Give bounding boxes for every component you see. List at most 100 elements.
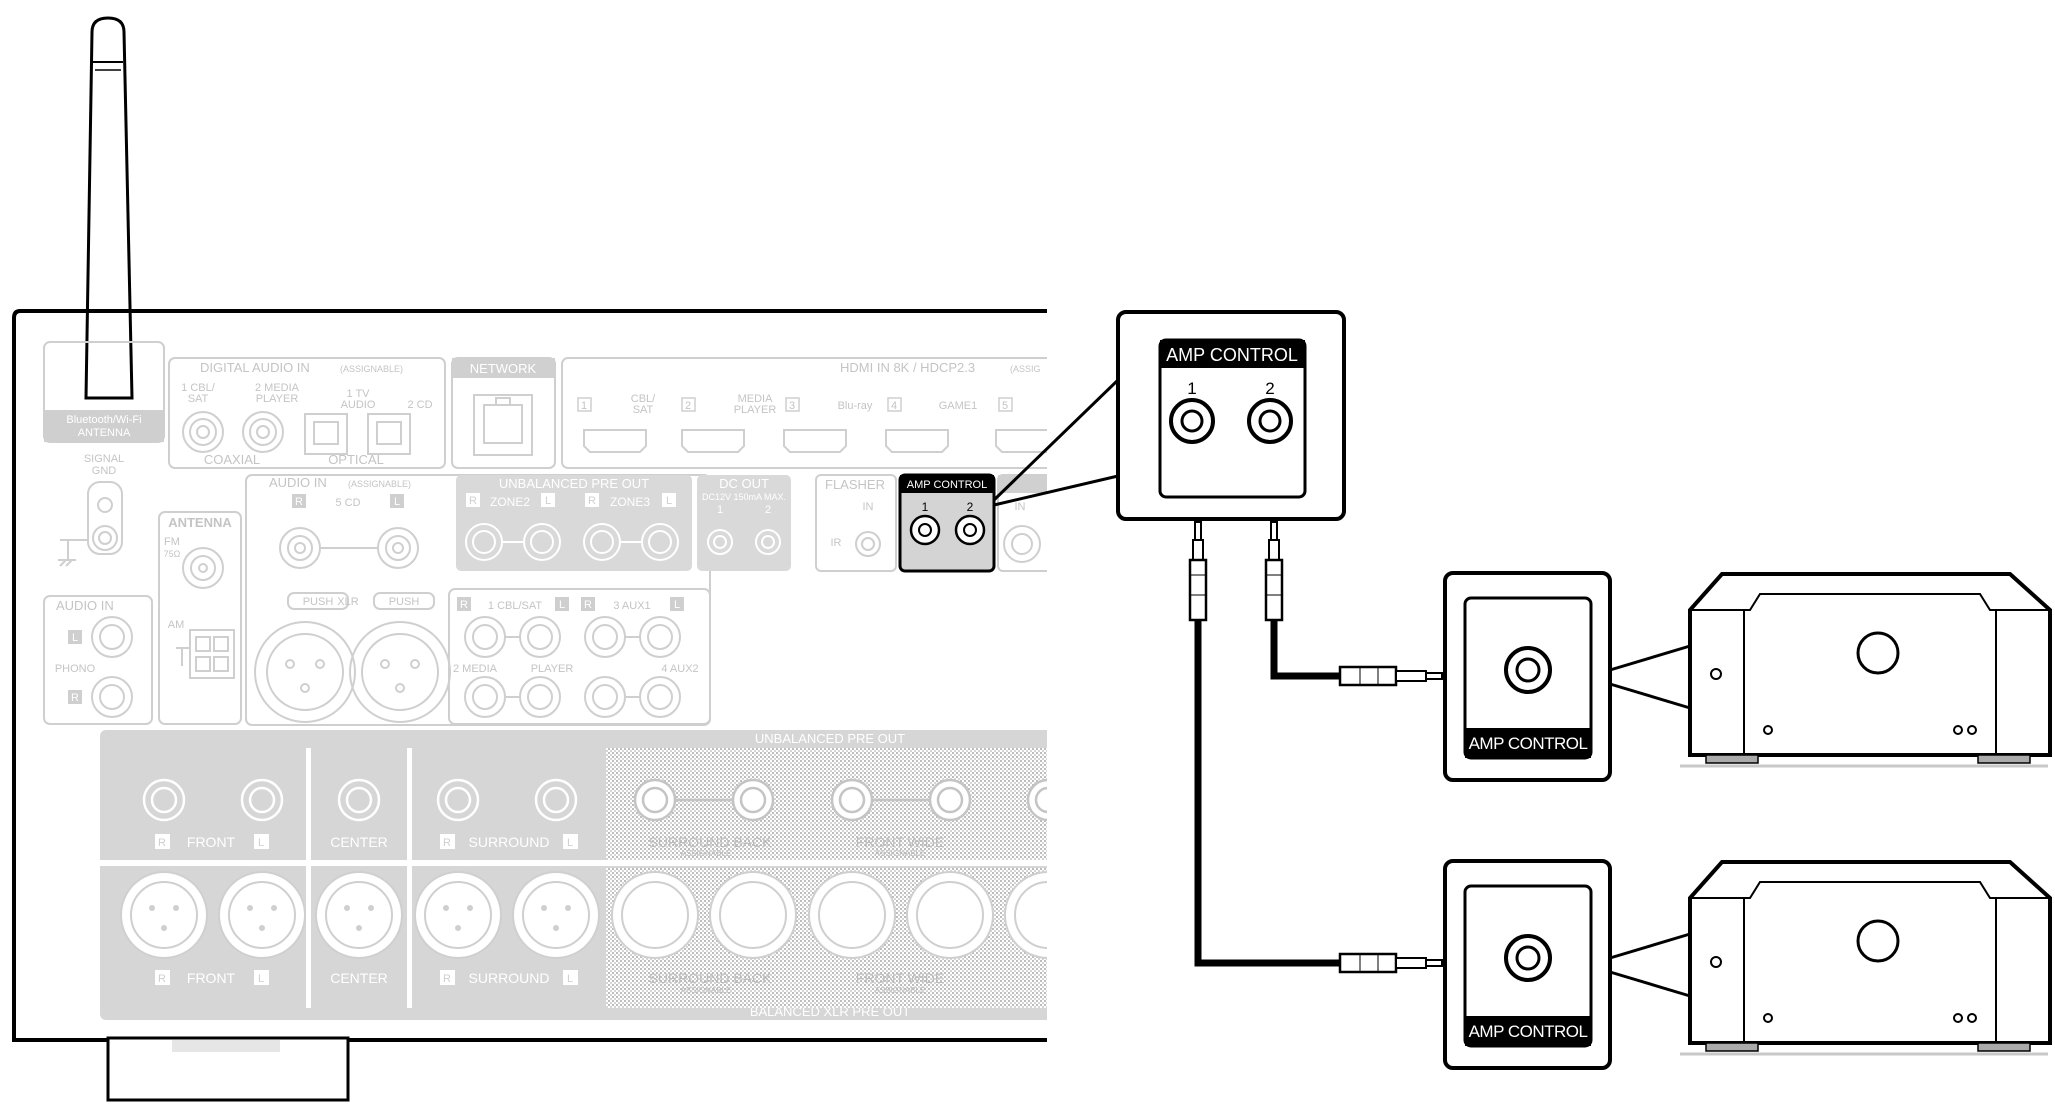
phono-jacks xyxy=(91,616,133,718)
antenna-label-1: Bluetooth/Wi-Fi xyxy=(66,414,141,426)
am-terminal xyxy=(176,629,235,679)
hdmi-media-label: MEDIA xyxy=(738,393,774,405)
zone3-l-label: L xyxy=(666,495,672,507)
optical-1-label-2: AUDIO xyxy=(341,399,376,411)
coaxial-label: COAXIAL xyxy=(204,452,260,467)
receiver-amp-control-label: AMP CONTROL xyxy=(907,479,987,491)
phono-r-label: R xyxy=(71,692,79,704)
xlr-front-l-label: L xyxy=(258,973,264,985)
receiver-rear-panel: Bluetooth/Wi-Fi ANTENNA SIGNAL GND DIGIT… xyxy=(12,16,1047,1102)
flasher-in-label: IN xyxy=(863,501,874,513)
assignable-label: (ASSIGNABLE) xyxy=(340,364,403,374)
rc-in-jack xyxy=(1003,525,1041,563)
cable-1 xyxy=(1188,521,1443,974)
front-wide-label: FRONT WIDE xyxy=(856,834,944,850)
surround-back-label: SURROUND BACK xyxy=(649,834,773,850)
optical-label: OPTICAL xyxy=(328,452,384,467)
receiver-amp-2-label: 2 xyxy=(967,500,974,514)
receiver-amp-control-panel: AMP CONTROL 1 2 xyxy=(898,473,996,573)
dc-1-label: 1 xyxy=(717,504,723,516)
hdmi-ports xyxy=(583,429,1047,453)
phono-label: PHONO xyxy=(55,663,96,675)
phono-l-label: L xyxy=(72,632,78,644)
zone2-r-label: R xyxy=(469,495,477,507)
callout-title: AMP CONTROL xyxy=(1166,345,1298,365)
audio-in-assignable-label: (ASSIGNABLE) xyxy=(348,479,411,489)
amp-control-callout: AMP CONTROL 1 2 xyxy=(992,310,1346,521)
zone2-l-label: L xyxy=(545,495,551,507)
xlr-front-wide-assignable: ASSIGNABLE xyxy=(875,986,926,995)
cbl-sat-row-label: 1 CBL/SAT xyxy=(488,600,542,612)
dc-out-spec-label: DC12V 150mA MAX. xyxy=(702,492,786,502)
player-row-label: PLAYER xyxy=(531,663,574,675)
flasher-jack xyxy=(855,531,881,557)
xlr-center-label: CENTER xyxy=(330,970,388,986)
flasher-label: FLASHER xyxy=(825,477,885,492)
cbl-sat-r-label: R xyxy=(460,599,468,611)
xlr-push-label-2: PUSH xyxy=(389,596,420,608)
am-label: AM xyxy=(168,619,185,631)
coaxial-jacks xyxy=(182,411,284,453)
audio-in-label: AUDIO IN xyxy=(269,475,327,490)
coax-1-label: 1 CBL/ xyxy=(181,382,216,394)
signal-gnd-label-2: GND xyxy=(92,465,117,477)
network-label: NETWORK xyxy=(470,361,537,376)
amp-1-volume-knob xyxy=(1856,631,1900,675)
cable-2 xyxy=(1264,521,1443,687)
hdmi-cbl-label-2: SAT xyxy=(633,404,654,416)
optical-2-label: 2 CD xyxy=(407,399,432,411)
xlr-surround-back-label: SURROUND BACK xyxy=(649,970,773,986)
xlr-push-label-1: PUSH xyxy=(303,596,334,608)
fm-connector xyxy=(182,547,224,589)
zone-pre-out-label: UNBALANCED PRE OUT xyxy=(499,476,649,491)
callout-jack-2-label: 2 xyxy=(1265,379,1274,398)
front-r-label: R xyxy=(158,837,166,849)
unbalanced-pre-out-bar-label: UNBALANCED PRE OUT xyxy=(755,731,905,746)
fm-label: FM xyxy=(164,536,180,548)
aux1-label: 3 AUX1 xyxy=(613,600,650,612)
phono-audio-in-label: AUDIO IN xyxy=(56,598,114,613)
front-wide-assignable: ASSIGNABLE xyxy=(875,849,926,858)
zone3-label: ZONE3 xyxy=(610,495,650,509)
hdmi-2-label: 2 xyxy=(685,400,691,412)
receiver-amp-1-label: 1 xyxy=(922,500,929,514)
rca-pre-out-jacks xyxy=(142,778,578,822)
wifi-antenna xyxy=(84,16,134,400)
xlr-surround-r-label: R xyxy=(443,973,451,985)
callout-jack-1-label: 1 xyxy=(1187,379,1196,398)
amp-2-volume-knob xyxy=(1856,919,1900,963)
hdmi-cbl-label: CBL/ xyxy=(631,393,656,405)
amp-1-control-label: AMP CONTROL xyxy=(1469,734,1588,753)
rca-input-jacks xyxy=(464,616,681,718)
ethernet-port xyxy=(473,394,533,456)
cd-label: 5 CD xyxy=(335,497,360,509)
cbl-sat-l-label: L xyxy=(559,599,565,611)
coax-2-label-2: PLAYER xyxy=(256,393,299,405)
surround-label: SURROUND xyxy=(469,834,550,850)
cd-jacks xyxy=(279,527,419,569)
hdmi-media-label-2: PLAYER xyxy=(734,404,777,416)
front-label: FRONT xyxy=(187,834,236,850)
optical-jacks xyxy=(304,413,411,455)
xlr-front-r-label: R xyxy=(158,973,166,985)
surround-back-assignable: ASSIGNABLE xyxy=(681,849,732,858)
hdmi-game1-label: GAME1 xyxy=(939,400,978,412)
optical-1-label: 1 TV xyxy=(346,388,370,400)
power-amplifier-1: AMP CONTROL xyxy=(1443,571,2052,782)
cd-r-label: R xyxy=(295,496,303,508)
xlr-surround-l-label: L xyxy=(567,973,573,985)
rca-pre-out-mesh-jacks xyxy=(633,778,1047,822)
xlr-label: XLR xyxy=(337,596,358,608)
dc-out-jacks xyxy=(707,529,781,555)
aux2-label: 4 AUX2 xyxy=(661,663,698,675)
hdmi-assignable-label: (ASSIG xyxy=(1010,364,1041,374)
ir-label: IR xyxy=(831,537,842,549)
hdmi-1-label: 1 xyxy=(581,400,587,412)
hdmi-bluray-label: Blu-ray xyxy=(838,400,873,412)
dc-2-label: 2 xyxy=(765,504,771,516)
coax-1-label-2: SAT xyxy=(188,393,209,405)
aux1-r-label: R xyxy=(584,599,592,611)
hdmi-4-label: 4 xyxy=(891,400,897,412)
